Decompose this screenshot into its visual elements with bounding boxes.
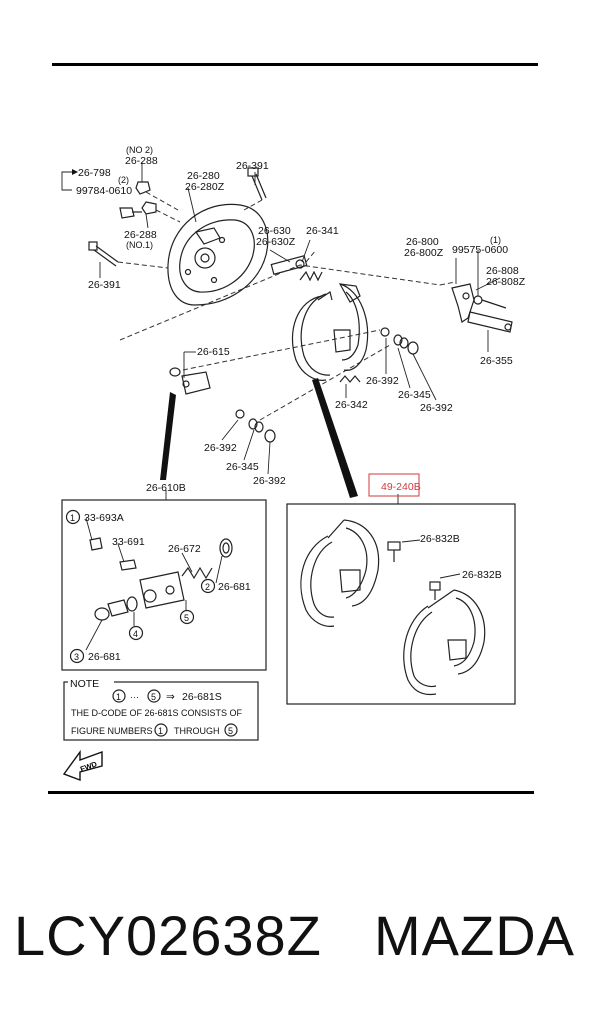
brake-shoe-upper-left [291, 291, 333, 381]
shoe-set-box [286, 503, 516, 705]
bleeder-screw-33-691 [119, 559, 137, 571]
label-26-615: 26-615 [197, 346, 230, 358]
part-number: LCY02638Z [14, 904, 322, 967]
label-26-288-no2: 26-288 [125, 155, 158, 167]
note-dots: ··· [130, 692, 139, 702]
nut-26-288-no2 [135, 181, 151, 195]
bolt-26-391-top [247, 167, 267, 201]
note-circle-1b: 1 [158, 726, 163, 736]
label-26-808: 26-808 [486, 265, 519, 277]
callout-wedge-shoes [312, 378, 358, 498]
note-part-26-681s: 26-681S [182, 691, 222, 703]
brake-parts-diagram: (NO 2) 26-288 26-798 (2) 99784-0610 26-2… [61, 145, 526, 782]
parking-lever-26-800 [451, 283, 507, 323]
label-26-280z: 26-280Z [185, 181, 225, 193]
label-26-355: 26-355 [480, 355, 513, 367]
label-26-280: 26-280 [187, 170, 220, 182]
label-26-392-d: 26-392 [253, 475, 286, 487]
label-26-341: 26-341 [306, 225, 339, 237]
fwd-arrow-icon [62, 749, 103, 782]
spring-26-345-b [248, 418, 264, 433]
label-26-798: 26-798 [78, 167, 111, 179]
bottom-rule [48, 791, 534, 794]
pin-26-392-c [235, 409, 245, 419]
pin-26-392-a [380, 327, 390, 337]
label-26-800: 26-800 [406, 236, 439, 248]
label-26-345-b: 26-345 [226, 461, 259, 473]
bleeder-cap-33-693a [89, 537, 103, 551]
top-rule [52, 63, 538, 66]
wheel-cylinder-26-615 [169, 367, 211, 395]
label-26-392-c: 26-392 [204, 442, 237, 454]
brand-name: MAZDA [374, 904, 575, 967]
note-arrow: ⇒ [166, 691, 175, 703]
pin-26-832b-lower [429, 581, 441, 600]
note-circle-5b: 5 [228, 726, 233, 736]
label-26-288-no1: 26-288 [124, 229, 157, 241]
label-26-808z: 26-808Z [486, 276, 526, 288]
cup-26-681-2 [219, 538, 233, 558]
spring-26-341 [299, 270, 323, 282]
cylinder-parts-box [61, 499, 267, 671]
label-26-681-bottom: 26-681 [88, 651, 121, 663]
note-title: NOTE [70, 678, 99, 690]
label-99575-0600: 99575-0600 [452, 244, 508, 256]
label-26-672: 26-672 [168, 543, 201, 555]
label-26-610b: 26-610B [146, 482, 186, 494]
spring-26-345-a [393, 334, 409, 349]
label-26-832b-lower: 26-832B [462, 569, 502, 581]
piston-left [107, 596, 138, 617]
label-no2: (NO 2) [126, 145, 153, 155]
circle-4-label: 4 [133, 629, 138, 639]
boot-left [94, 607, 110, 621]
cup-26-392-d [264, 429, 276, 443]
bolt-26-391-left [88, 241, 119, 267]
label-26-800z: 26-800Z [404, 247, 444, 259]
label-26-392-b: 26-392 [420, 402, 453, 414]
brake-shoe-set-lower [403, 589, 486, 696]
label-49-240b: 49-240B [381, 481, 421, 493]
label-26-391-left: 26-391 [88, 279, 121, 291]
label-33-693a: 33-693A [84, 512, 124, 524]
label-n2: (2) [118, 175, 129, 185]
label-26-391-top: 26-391 [236, 160, 269, 172]
callout-wedge-cylinder [160, 392, 176, 480]
highlight-box-49-240b [368, 473, 420, 497]
note-circle-1: 1 [116, 692, 121, 702]
note-circle-5: 5 [151, 692, 156, 702]
label-26-630z: 26-630Z [256, 236, 296, 248]
brake-shoe-upper-right [333, 283, 369, 371]
spring-26-672 [181, 566, 213, 580]
label-no1: (NO.1) [126, 240, 153, 250]
nut-26-288-no1 [141, 201, 157, 215]
label-26-392-a: 26-392 [366, 375, 399, 387]
cylinder-body [139, 571, 185, 609]
circle-5-label: 5 [184, 613, 189, 623]
note-line-3: FIGURE NUMBERS [71, 726, 153, 736]
bolt-99784 [119, 207, 142, 219]
label-33-691: 33-691 [112, 536, 145, 548]
note-box [63, 681, 259, 741]
label-n1: (1) [490, 235, 501, 245]
label-26-345-a: 26-345 [398, 389, 431, 401]
label-99784-0610: 99784-0610 [76, 185, 132, 197]
label-26-630: 26-630 [258, 225, 291, 237]
note-through: THROUGH [174, 726, 220, 736]
brake-shoe-set-upper [300, 519, 380, 627]
circle-3-label: 3 [74, 652, 79, 662]
label-26-832b-upper: 26-832B [420, 533, 460, 545]
circle-1-label: 1 [70, 513, 75, 523]
backing-plate [167, 203, 269, 306]
label-26-342: 26-342 [335, 399, 368, 411]
cup-26-392-b [407, 341, 419, 355]
note-line-2: THE D-CODE OF 26-681S CONSISTS OF [71, 708, 243, 718]
spring-26-342 [339, 375, 361, 383]
strut-26-355 [467, 311, 513, 333]
pin-26-832b-upper [387, 541, 401, 562]
circle-2-label: 2 [205, 582, 210, 592]
label-26-681-top: 26-681 [218, 581, 251, 593]
